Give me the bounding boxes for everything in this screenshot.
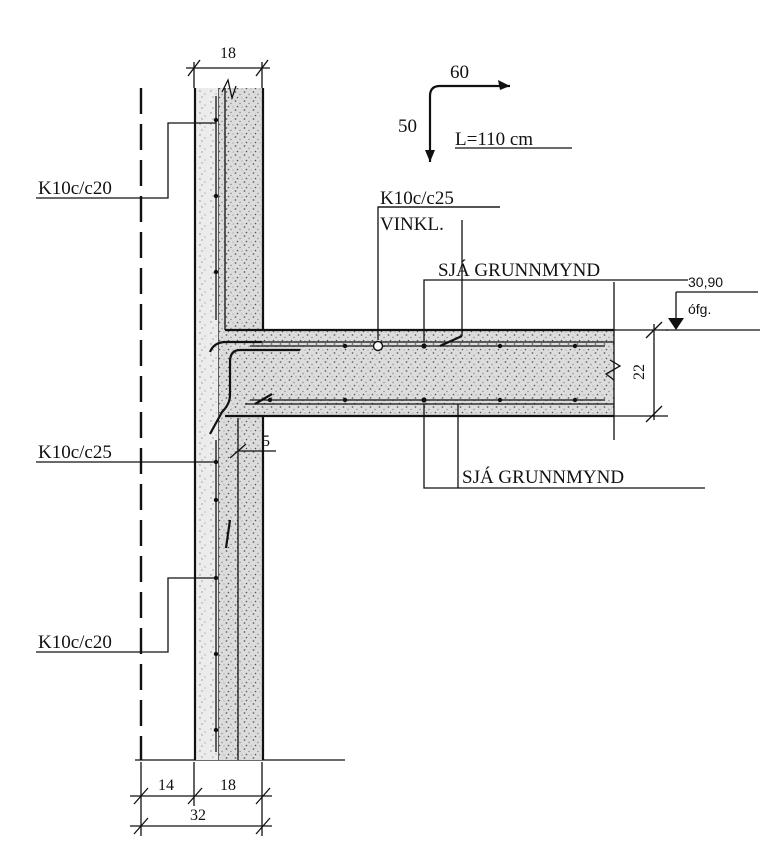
cover-label: 5 (262, 433, 270, 450)
dim-insulation-label: 14 (158, 777, 174, 794)
leader-plan-bottom (423, 404, 705, 489)
bar-length-label: L=110 cm (455, 129, 533, 150)
dim-bottom-tick-1c (255, 787, 271, 805)
cover-dim-tick (229, 443, 247, 459)
leader-wall-upper (36, 122, 216, 199)
level-note-label: ófg. (688, 301, 711, 317)
corner-bar-shape-upper (208, 340, 262, 353)
wall-lap-mark (224, 519, 232, 549)
level-value-label: 30,90 (688, 274, 723, 290)
see-plan-bottom-label: SJÁ GRUNNMYND (462, 466, 624, 488)
bar-shape-arrow-down (425, 150, 435, 162)
slab-hook-top (439, 334, 463, 348)
wall-rebar-mid-label: K10c/c25 (38, 442, 112, 463)
bar-shape-sketch (428, 84, 510, 162)
dim-bottom-tick-1b (187, 787, 203, 805)
floor-slab (238, 330, 614, 416)
dim-wall-bottom-label: 18 (220, 777, 236, 794)
wall-concrete (219, 88, 263, 760)
corner-bar-marker (372, 340, 384, 352)
leader-wall-lower (36, 577, 216, 653)
wall-rebar-upper-label: K10c/c20 (38, 178, 112, 199)
dim-slab-tick-bottom (645, 405, 663, 423)
dim-top-label: 18 (220, 45, 236, 62)
slab-break-mark (604, 359, 622, 381)
level-triangle-icon (668, 318, 684, 330)
bar-horizontal-label: 60 (450, 62, 469, 83)
corner-bar-shape (209, 348, 300, 435)
dim-total-label: 32 (190, 807, 206, 824)
break-mark-top (221, 78, 237, 101)
corner-bar-note-label: VINKL. (380, 214, 444, 235)
corner-bar-label: K10c/c25 (380, 188, 454, 209)
leader-plan-top (423, 279, 688, 342)
bar-shape-arrow-right (498, 80, 510, 90)
dim-bottom-tick-2b (255, 817, 271, 835)
bar-vertical-label: 50 (398, 116, 417, 137)
slab-rebar-dots (267, 343, 578, 403)
slab-thickness-label: 22 (631, 364, 648, 380)
wall-rebar-lower-label: K10c/c20 (38, 632, 112, 653)
see-plan-top-label: SJÁ GRUNNMYND (438, 259, 600, 281)
slab-hook-bottom (254, 393, 273, 405)
